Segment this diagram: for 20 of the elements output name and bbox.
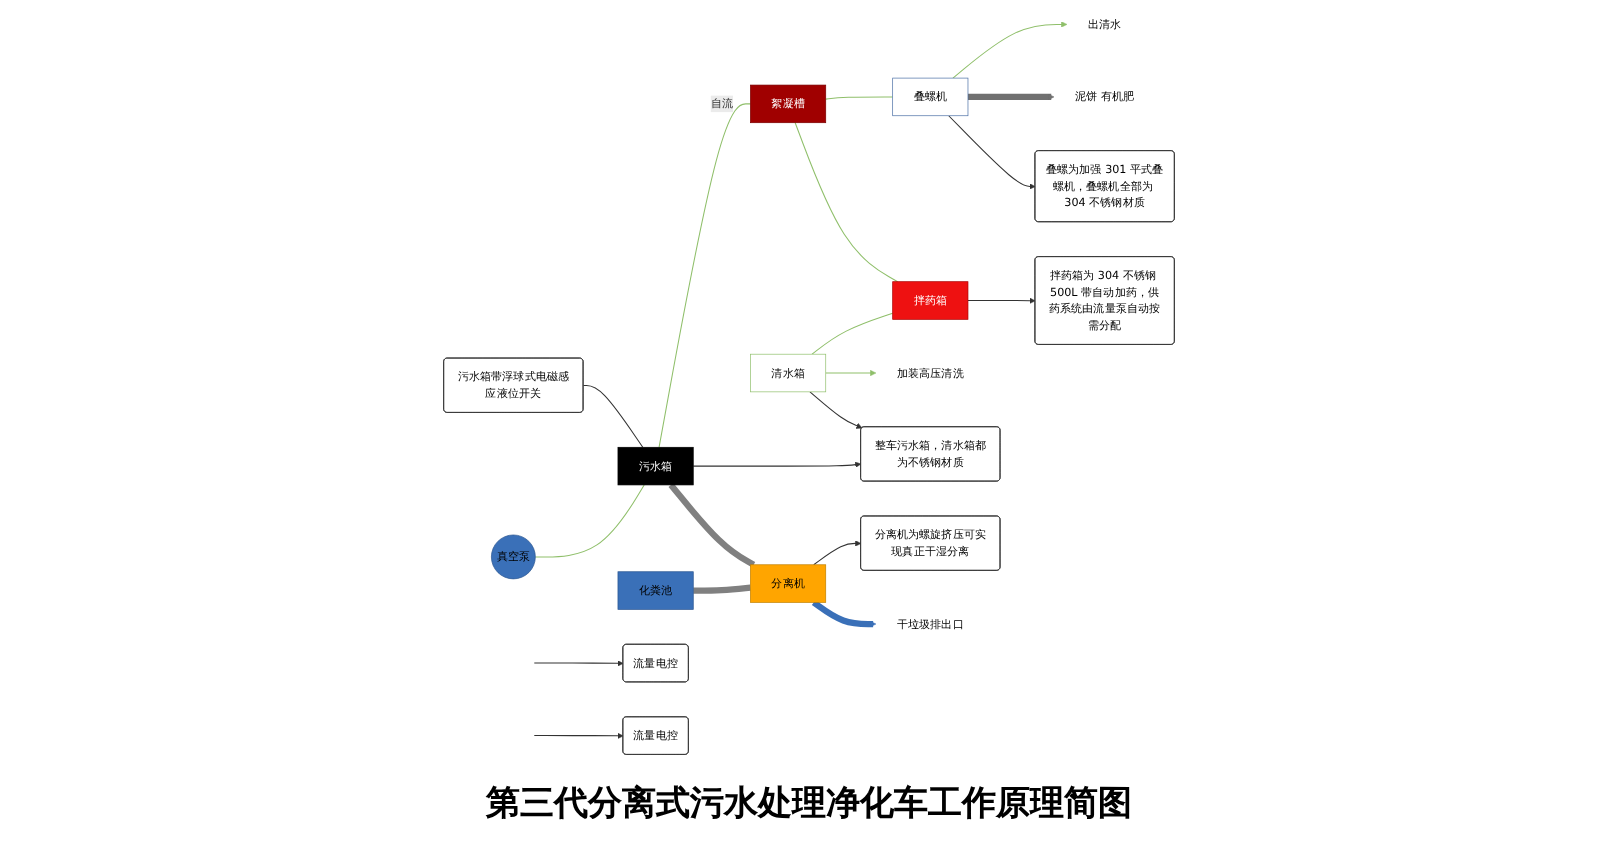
arrow [967, 297, 1036, 304]
arrow [813, 540, 862, 566]
arrow [952, 21, 1068, 79]
arrow [825, 369, 877, 377]
arrow [967, 93, 1055, 101]
arrow [533, 660, 624, 667]
arrow [811, 599, 877, 628]
arrow [692, 461, 862, 468]
connector [534, 484, 645, 558]
arrow [948, 115, 1036, 190]
connector [668, 482, 756, 568]
connector [582, 385, 644, 448]
connector [825, 96, 894, 100]
diagram-title: 第三代分离式污水处理净化车工作原理简图 [486, 782, 1132, 826]
connector [794, 122, 899, 283]
connector [693, 584, 751, 594]
arrow [533, 732, 624, 739]
connector [658, 103, 751, 448]
connector [811, 312, 894, 355]
arrow [809, 391, 863, 429]
